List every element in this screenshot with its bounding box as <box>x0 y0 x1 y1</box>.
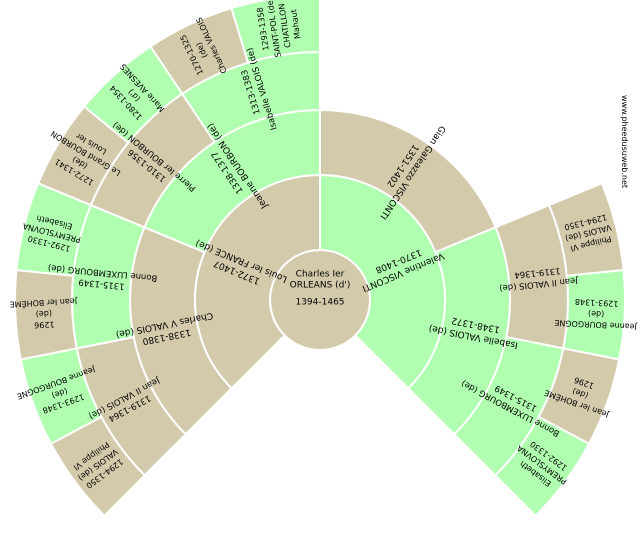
center-name-label: Charles Ier <box>296 270 345 280</box>
center-name-label: ORLEANS (d') <box>290 281 351 291</box>
center-dates-label: 1394-1465 <box>295 298 344 308</box>
person-dates-label: 1293-1348 <box>575 297 619 308</box>
person-segment-mahaut-chatillon[interactable] <box>230 0 321 64</box>
person-name-label: (de) <box>35 309 52 319</box>
person-name-label: Jeanne BOURGOGNE <box>554 318 638 331</box>
person-name-label: Jean Ier BOHÊME <box>9 296 78 310</box>
person-segment-elisabeth-b[interactable] <box>493 415 591 518</box>
person-dates-label: 1296 <box>34 320 55 330</box>
person-name-label: (de) <box>588 309 605 319</box>
person-dates-label: 1315-1349 <box>78 277 125 291</box>
person-name-label: Mahaut <box>289 9 302 40</box>
fan-segments <box>14 0 626 518</box>
watermark-text: www.pheedusuweb.net <box>620 95 629 189</box>
person-dates-label: 1319-1364 <box>514 265 561 279</box>
